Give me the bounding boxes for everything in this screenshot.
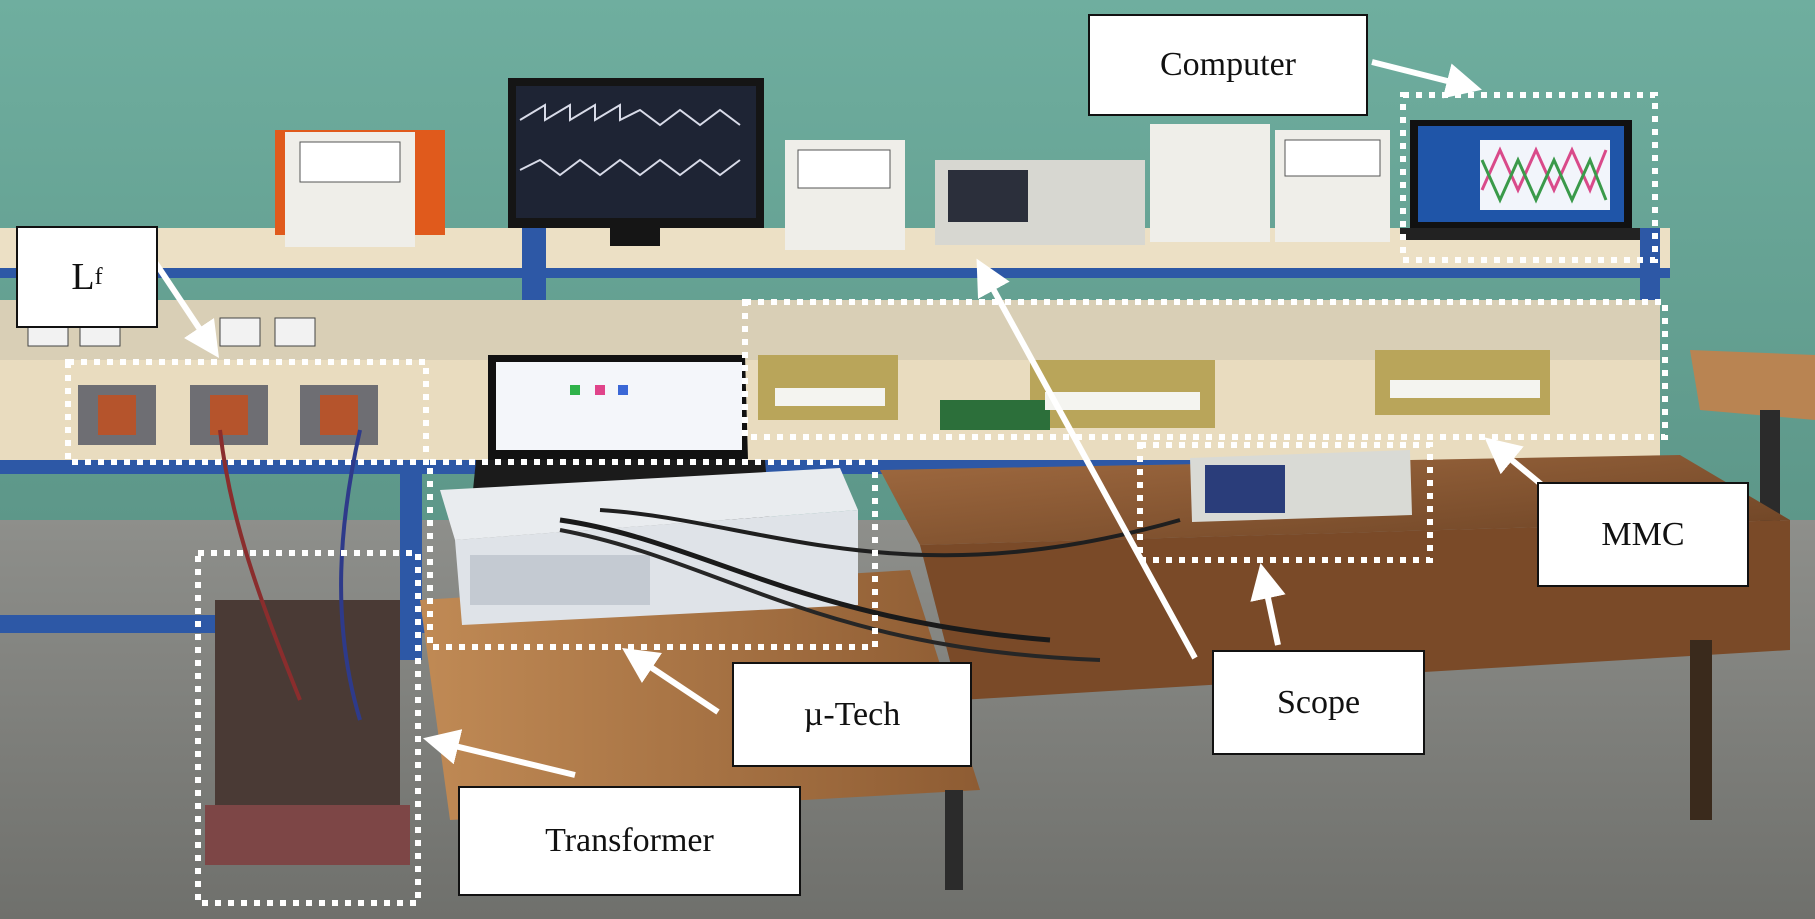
cable-2 bbox=[559, 528, 1101, 662]
computer-laptop-base bbox=[1400, 228, 1640, 240]
monitor-screen bbox=[516, 86, 756, 218]
center-screen-icon-blue bbox=[618, 385, 628, 395]
cable-1 bbox=[559, 517, 1051, 643]
lower-scope-screen bbox=[1205, 465, 1285, 513]
arrow-computer bbox=[1371, 59, 1482, 99]
monitor-waveform-1 bbox=[519, 103, 741, 127]
arrow-lf bbox=[152, 260, 219, 358]
arrows bbox=[152, 59, 1550, 778]
label-lf-sub: f bbox=[94, 263, 103, 290]
computer-plot-wave-2 bbox=[1480, 156, 1608, 204]
highlight-scope bbox=[1137, 442, 1433, 563]
label-lf-main: L bbox=[71, 256, 95, 298]
meter-1-dial bbox=[299, 141, 401, 183]
monitor-waveform-2 bbox=[519, 158, 741, 177]
transformer-core bbox=[215, 600, 400, 820]
mmc-board-1 bbox=[758, 355, 898, 420]
upper-scope-screen bbox=[948, 170, 1028, 222]
meter-4-dial bbox=[1284, 139, 1381, 177]
front-table-leg bbox=[945, 790, 963, 890]
meter-3 bbox=[1150, 124, 1270, 242]
transformer-base bbox=[205, 805, 410, 865]
arrow-scope-up bbox=[976, 258, 1198, 660]
label-mu-tech-text: µ-Tech bbox=[803, 695, 901, 733]
label-computer: Computer bbox=[1088, 14, 1368, 116]
arrow-mu-tech bbox=[622, 648, 720, 715]
panel-meter-c bbox=[219, 317, 261, 347]
center-laptop-screen bbox=[496, 362, 742, 450]
center-screen-icon-pink bbox=[595, 385, 605, 395]
cable-3 bbox=[599, 508, 1181, 558]
mu-tech-box-top bbox=[440, 468, 858, 540]
highlight-transformer bbox=[195, 550, 421, 906]
center-screen-icon-green bbox=[570, 385, 580, 395]
dotted-highlight-boxes bbox=[65, 92, 1668, 906]
cable-5 bbox=[339, 429, 362, 721]
computer-plot-wave-1 bbox=[1480, 146, 1608, 194]
mmc-label-strip-3 bbox=[1390, 380, 1540, 398]
upper-shelf-frame bbox=[0, 268, 1670, 278]
label-mmc-text: MMC bbox=[1601, 515, 1685, 553]
inductor-2-coil bbox=[210, 395, 248, 435]
desk-leg bbox=[1690, 640, 1712, 820]
highlight-mmc bbox=[742, 299, 1668, 440]
monitor-stand bbox=[610, 228, 660, 246]
label-computer-text: Computer bbox=[1160, 46, 1296, 83]
arrow-transformer bbox=[423, 729, 576, 778]
inductor-1-coil bbox=[98, 395, 136, 435]
label-mmc: MMC bbox=[1537, 482, 1749, 587]
arrow-scope-low bbox=[1250, 562, 1286, 646]
inductor-3-coil bbox=[320, 395, 358, 435]
mmc-label-strip-2 bbox=[1045, 392, 1200, 410]
highlight-inductors bbox=[65, 359, 429, 465]
right-table bbox=[1690, 350, 1815, 420]
meter-2-dial bbox=[797, 149, 891, 189]
mmc-label-strip-1 bbox=[775, 388, 885, 406]
panel-meter-d bbox=[274, 317, 316, 347]
mmc-driver-board bbox=[940, 400, 1050, 430]
label-mu-tech: µ-Tech bbox=[732, 662, 972, 767]
mu-tech-vent bbox=[470, 555, 650, 605]
cable-4 bbox=[218, 429, 302, 701]
highlight-mu-tech bbox=[427, 459, 878, 650]
label-transformer-text: Transformer bbox=[545, 822, 714, 859]
label-scope: Scope bbox=[1212, 650, 1425, 755]
label-scope-text: Scope bbox=[1276, 683, 1361, 721]
label-transformer: Transformer bbox=[458, 786, 801, 896]
